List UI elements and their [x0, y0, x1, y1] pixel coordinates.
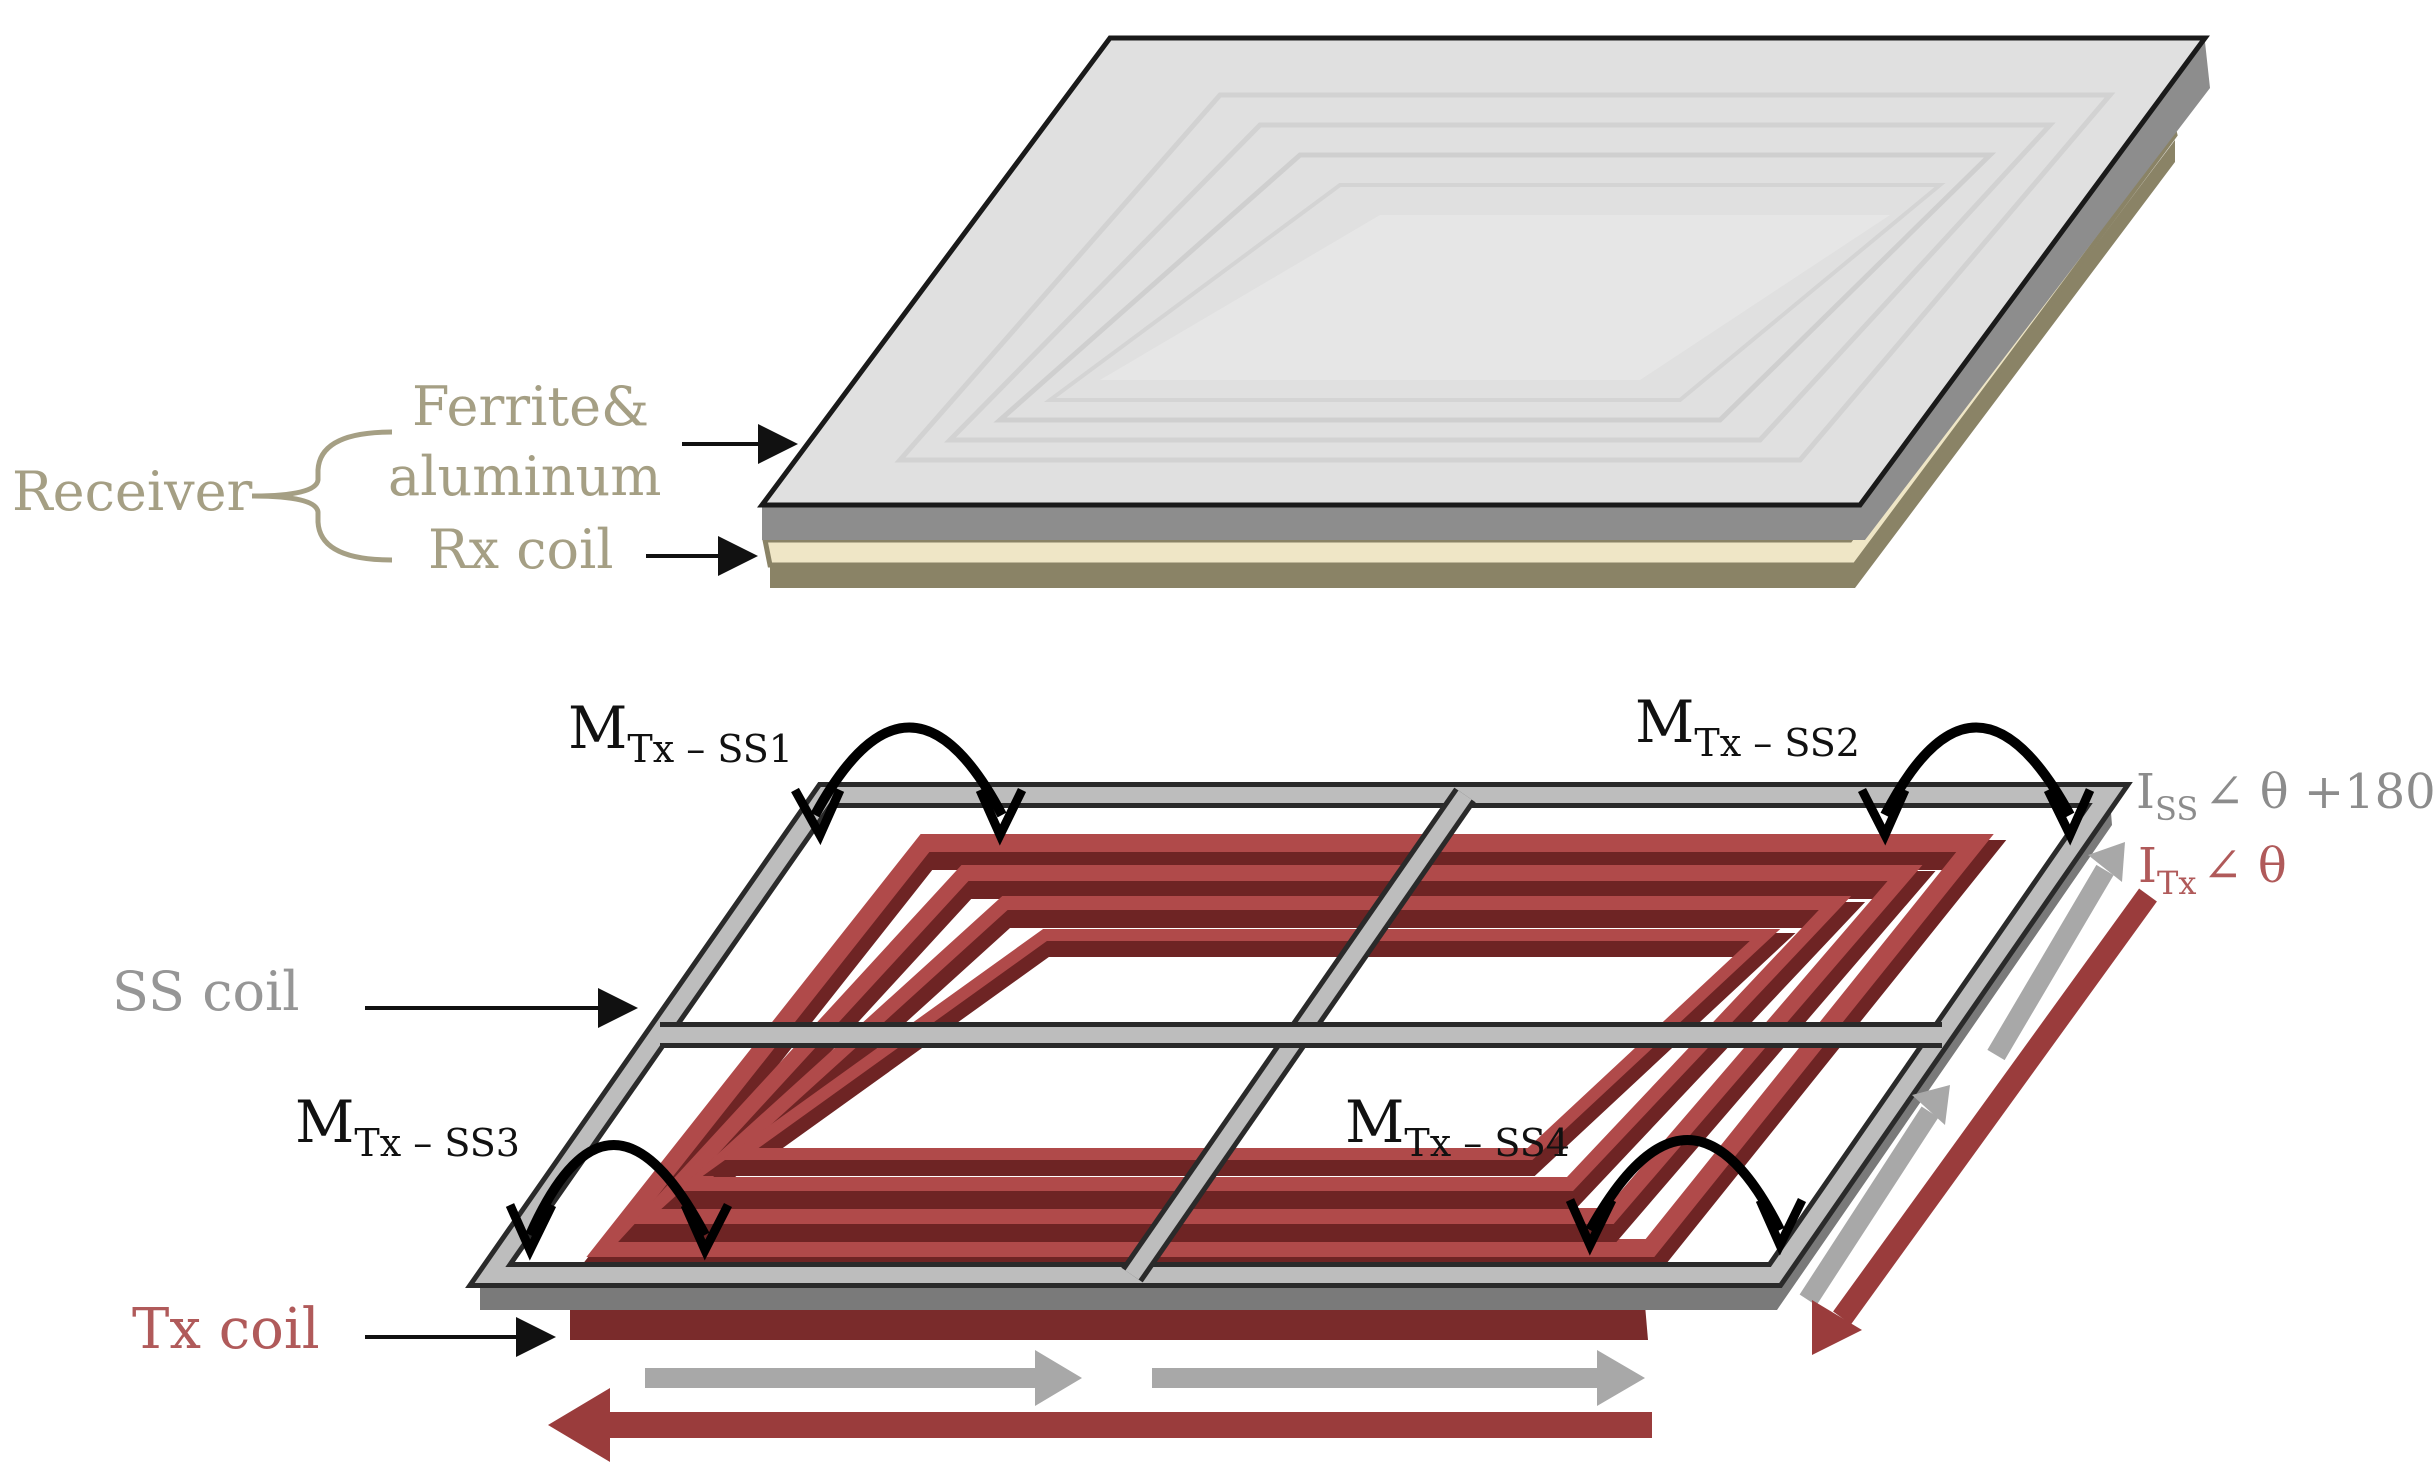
tx-coil-turn-2-face: [631, 865, 1923, 1224]
ferrite-inner-outline-2: [944, 122, 2056, 443]
ss-current-arrow-right-upper-head: [2088, 842, 2125, 882]
tx-coil-turn-1-face: [586, 834, 1994, 1257]
ss-current-arrow-right-lower: [1799, 1106, 1939, 1306]
mutual-ss1-curved-arrow: [810, 722, 1007, 818]
tx-coil-turn-4-face: [721, 929, 1781, 1160]
rx-coil-label: Rx coil: [428, 518, 614, 581]
mutual-ss2-arrowhead-right: [2043, 788, 2095, 846]
iss-current-label: ISS∠ θ +180°: [2136, 764, 2433, 828]
tx-coil-turn-3-face: [676, 896, 1852, 1191]
ss-current-arrow-right-upper: [1987, 864, 2114, 1061]
tx-coil-turn-3: [661, 902, 1866, 1209]
tx-coil-label: Tx coil: [132, 1297, 320, 1362]
mutual-ss1-arrowhead-left: [791, 787, 845, 846]
ferrite-label-line1: Ferrite&: [412, 375, 649, 438]
tx-current-arrow-right-head: [1812, 1300, 1862, 1355]
mutual-ss3: MTx – SS3: [295, 1088, 733, 1261]
mutual-ss4-arrowhead-left: [1565, 1198, 1617, 1256]
mutual-ss3-curved-arrow: [525, 1140, 710, 1238]
ss-coil: [465, 782, 2133, 1310]
mutual-ss3-arrowhead-left: [505, 1203, 557, 1261]
tx-current-arrow-right: [1833, 888, 2157, 1325]
ss-current-arrow-right-lower-head: [1912, 1085, 1950, 1125]
ss-current-arrow-bottom-right: [1152, 1350, 1645, 1406]
mutual-ss4-curved-arrow: [1585, 1135, 1785, 1233]
receiver-brace: [251, 429, 393, 563]
tx-current-arrow-bottom: [548, 1388, 1652, 1462]
receiver-assembly: [757, 35, 2210, 588]
tx-coil-turn-4: [702, 933, 1796, 1176]
mutual-ss1-label: MTx – SS1: [568, 694, 793, 771]
mutual-ss4-arrowhead-right: [1755, 1198, 1807, 1256]
receiver-label: Receiver: [12, 460, 253, 523]
itx-current-label: ITx∠ θ: [2138, 838, 2287, 902]
current-arrows: [548, 842, 2157, 1462]
ferrite-label-line2: aluminum: [388, 445, 661, 508]
ss-coil-label: SS coil: [112, 960, 300, 1023]
mutual-ss2-label: MTx – SS2: [1635, 688, 1860, 765]
mutual-ss4-label: MTx – SS4: [1345, 1088, 1570, 1165]
mutual-ss2-arrowhead-left: [1857, 787, 1910, 846]
ferrite-inner-outline-1: [894, 92, 2116, 463]
ferrite-inner-panel: [1100, 215, 1890, 380]
mutual-ss3-arrowhead-right: [680, 1202, 733, 1261]
ferrite-inner-outline-3: [993, 152, 1997, 423]
ss-coil-outer-frame-face: [474, 787, 2124, 1283]
mutual-ss2-curved-arrow: [1880, 722, 2075, 818]
tx-coil: [570, 834, 2007, 1340]
mutual-ss3-label: MTx – SS3: [295, 1088, 520, 1165]
mutual-ss4: MTx – SS4: [1345, 1088, 1807, 1256]
mutual-ss1: MTx – SS1: [568, 694, 1027, 846]
mutual-ss2: MTx – SS2: [1635, 688, 2095, 846]
ss-current-arrow-bottom-left: [645, 1350, 1082, 1406]
tx-coil-base-slab: [570, 1305, 1648, 1340]
ferrite-inner-outline-4: [1043, 183, 1946, 402]
mutual-ss1-arrowhead-right: [975, 788, 1027, 846]
